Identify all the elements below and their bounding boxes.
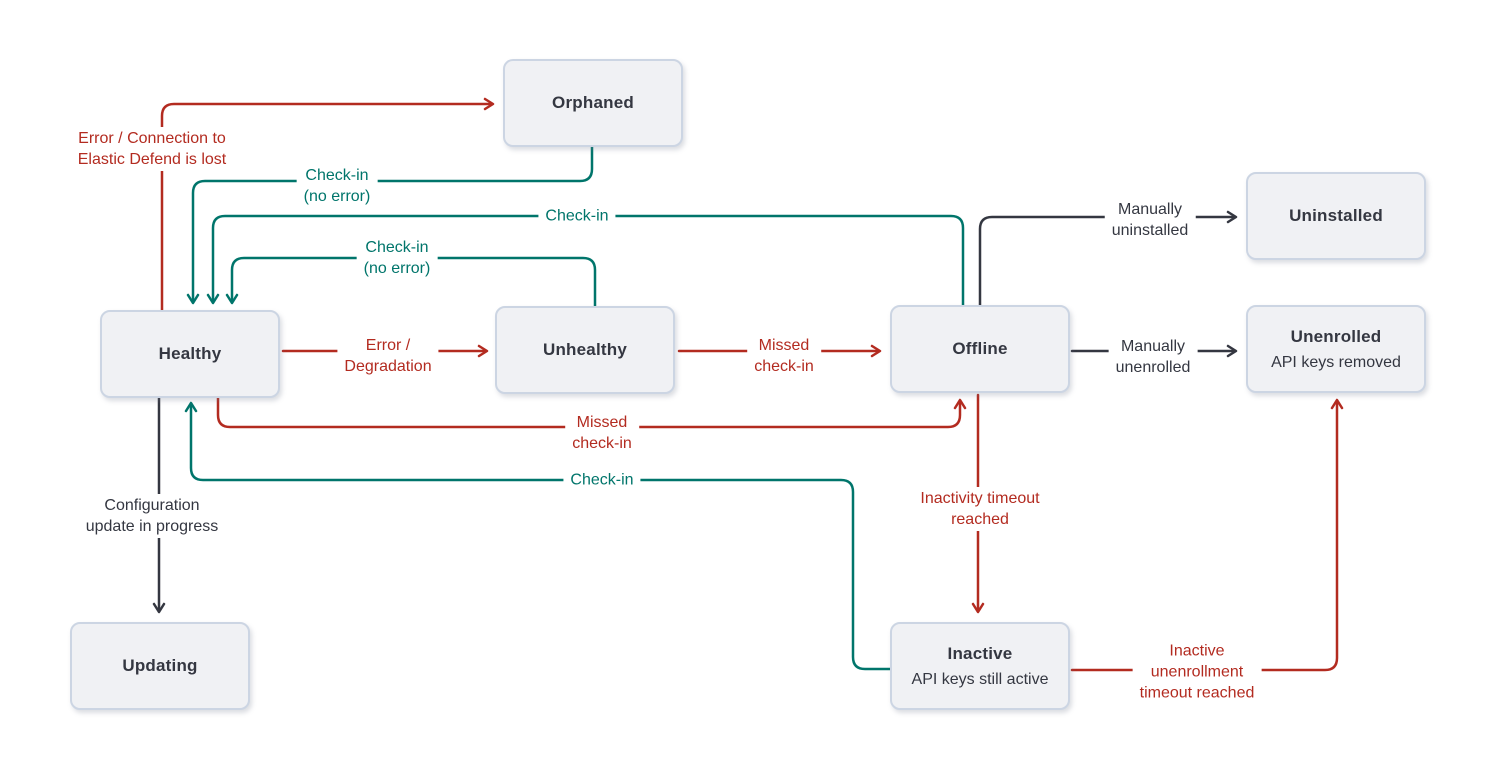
state-node-unenrolled: Unenrolled API keys removed — [1246, 305, 1426, 393]
edge-label-inactive-to-unenrolled: Inactive unenrollment timeout reached — [1132, 639, 1262, 705]
state-node-title: Healthy — [158, 344, 222, 363]
edge-label-offline-to-inactive: Inactivity timeout reached — [913, 487, 1047, 531]
state-node-updating: Updating — [70, 622, 250, 710]
edge-label-healthy-to-unhealthy: Error / Degradation — [337, 334, 439, 378]
state-node-uninstalled: Uninstalled — [1246, 172, 1426, 260]
edge-label-offline-to-uninstalled: Manually uninstalled — [1104, 198, 1196, 242]
edge-label-offline-to-healthy: Check-in — [538, 204, 616, 228]
state-node-healthy: Healthy — [100, 310, 280, 398]
edge-label-healthy-to-offline: Missed check-in — [565, 411, 639, 455]
edge-label-offline-to-unenrolled: Manually unenrolled — [1108, 335, 1198, 379]
edge-label-orphaned-to-healthy: Check-in (no error) — [296, 164, 378, 208]
state-node-title: Unhealthy — [543, 340, 627, 359]
state-node-title: Uninstalled — [1289, 206, 1383, 225]
state-node-unhealthy: Unhealthy — [495, 306, 675, 394]
edge-offline-to-uninstalled — [978, 210, 1238, 307]
edge-healthy-to-orphaned — [160, 97, 495, 312]
state-node-title: Unenrolled — [1290, 326, 1382, 346]
edge-orphaned-to-healthy — [186, 145, 594, 305]
state-node-title: Inactive — [947, 643, 1013, 663]
edge-inactive-to-unenrolled — [1070, 398, 1344, 672]
edge-label-unhealthy-to-healthy: Check-in (no error) — [356, 236, 438, 280]
state-node-title: Orphaned — [552, 93, 634, 112]
edge-inactive-to-healthy — [184, 401, 892, 671]
state-node-inactive: Inactive API keys still active — [890, 622, 1070, 710]
state-node-offline: Offline — [890, 305, 1070, 393]
edge-label-inactive-to-healthy: Check-in — [563, 468, 641, 492]
edge-label-unhealthy-to-offline: Missed check-in — [747, 334, 821, 378]
state-node-title: Offline — [952, 339, 1008, 358]
edge-label-healthy-to-updating: Configuration update in progress — [78, 494, 226, 538]
edge-offline-to-healthy — [206, 214, 965, 307]
state-node-subtitle: API keys removed — [1271, 353, 1401, 371]
state-node-orphaned: Orphaned — [503, 59, 683, 147]
edge-label-healthy-to-orphaned: Error / Connection to Elastic Defend is … — [70, 127, 234, 171]
state-node-subtitle: API keys still active — [911, 670, 1049, 688]
state-node-title: Updating — [122, 656, 198, 675]
